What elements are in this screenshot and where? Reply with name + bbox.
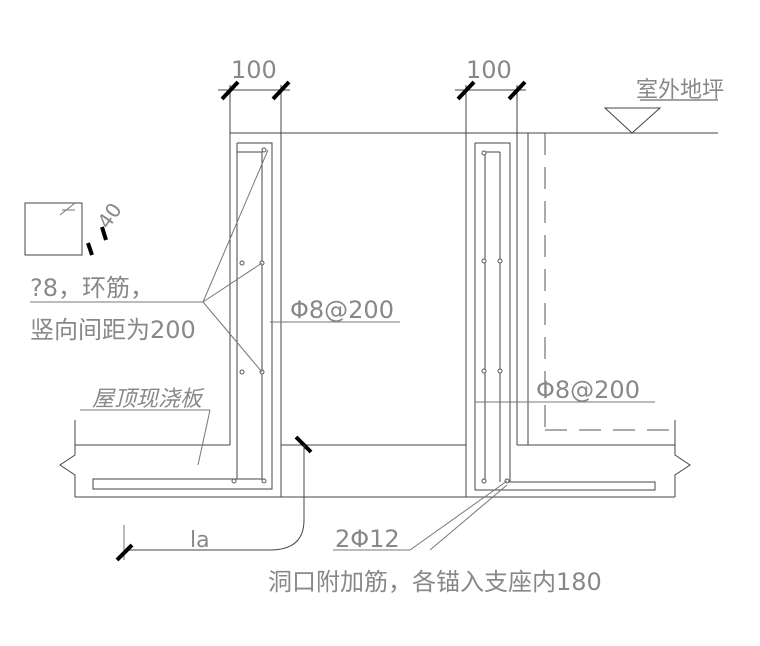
la-label: la (190, 528, 210, 553)
roof-slab (59, 420, 691, 498)
hoop-leaders (30, 149, 269, 373)
opening-leaders (333, 480, 508, 551)
left-wall (92, 133, 282, 497)
right-wall (465, 133, 670, 497)
hoop-note-line1: ?8，环筋， (30, 274, 154, 302)
roof-slab-label: 屋顶现浇板 (92, 387, 205, 412)
ground-label: 室外地坪 (636, 78, 724, 103)
dimension-right-label: 100 (466, 56, 512, 84)
roof-slab-pointer (197, 409, 211, 466)
dimension-40-label: 40 (92, 198, 126, 233)
hoop-note-line2: 竖向间距为200 (30, 316, 196, 344)
dimension-left (218, 80, 291, 133)
dimension-right (455, 80, 527, 133)
opening-note: 洞口附加筋，各锚入支座内180 (268, 568, 602, 596)
anchorage-la (115, 435, 313, 562)
opening-bars-label: 2Φ12 (335, 525, 400, 553)
ground-level-marker (603, 107, 662, 134)
hoop-detail (24, 202, 108, 256)
rebar-left-label: Φ8@200 (290, 296, 394, 324)
dimension-left-label: 100 (231, 56, 277, 84)
rebar-right-label: Φ8@200 (536, 376, 640, 404)
